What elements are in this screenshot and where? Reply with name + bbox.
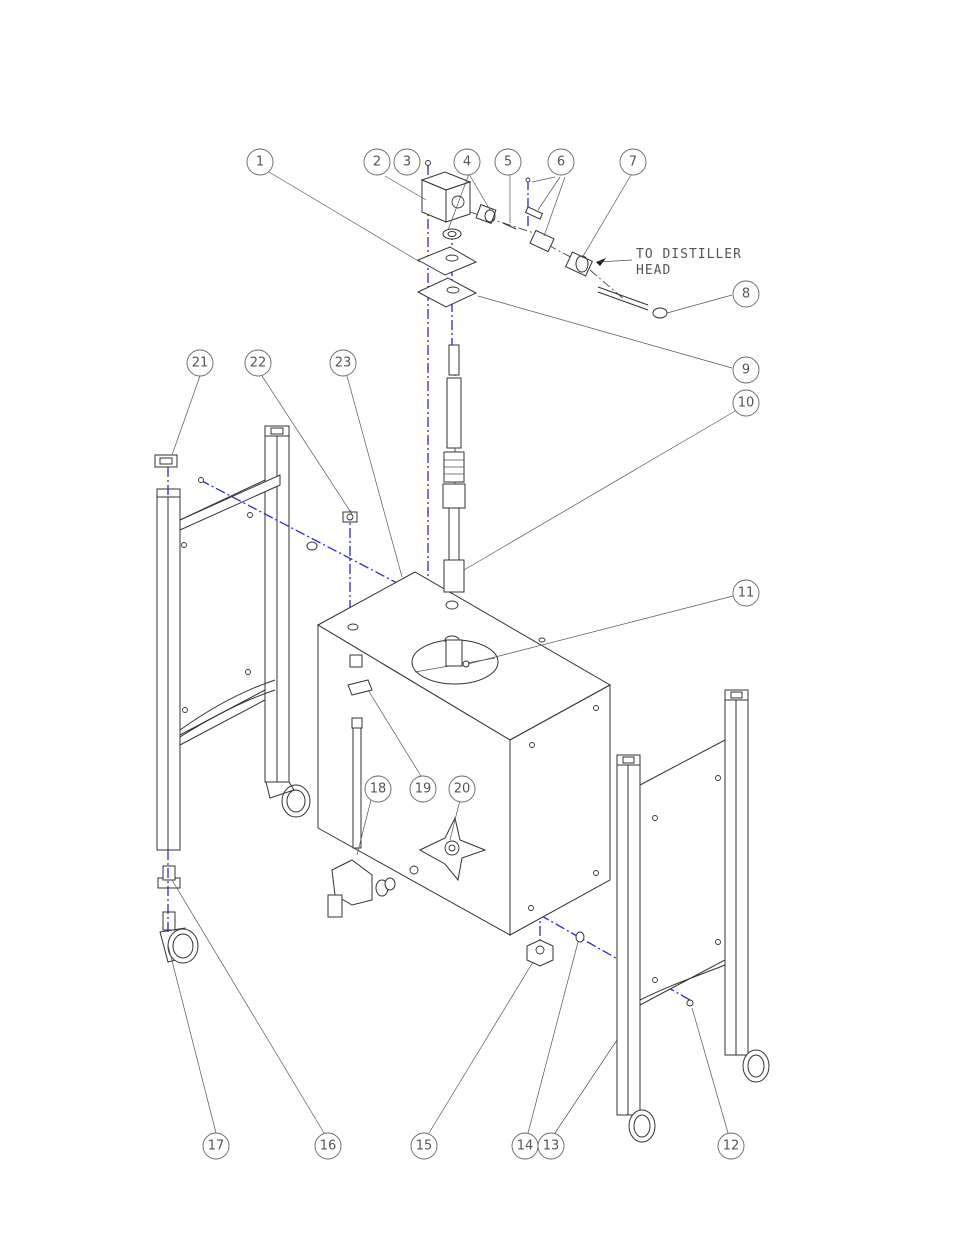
callout-balloon-3: 3: [394, 149, 420, 175]
callout-balloon-20: 20: [449, 776, 475, 802]
callout-label: 20: [454, 782, 471, 797]
callout-label: 5: [504, 155, 512, 170]
callout-balloon-15: 15: [411, 1133, 437, 1159]
callout-label: 13: [543, 1139, 560, 1154]
callout-label: 8: [742, 287, 750, 302]
callout-balloon-22: 22: [245, 350, 271, 376]
callout-balloon-17: 17: [203, 1133, 229, 1159]
callout-label: 17: [208, 1139, 225, 1154]
callout-balloon-9: 9: [733, 357, 759, 383]
callout-label: 18: [370, 782, 387, 797]
callout-balloon-19: 19: [410, 776, 436, 802]
callout-balloon-10: 10: [733, 390, 759, 416]
callout-balloon-5: 5: [495, 149, 521, 175]
callout-label: 15: [416, 1139, 433, 1154]
callout-label: 9: [742, 363, 750, 378]
callout-label: 23: [335, 356, 352, 371]
callout-label: 6: [557, 155, 565, 170]
left-stand-frame: [155, 426, 310, 963]
callout-label: 16: [320, 1139, 337, 1154]
callout-balloon-2: 2: [364, 149, 390, 175]
callout-label: 19: [415, 782, 432, 797]
callout-balloon-12: 12: [718, 1133, 744, 1159]
callout-label: 11: [738, 586, 755, 601]
callout-balloon-23: 23: [330, 350, 356, 376]
callout-balloon-18: 18: [365, 776, 391, 802]
callout-balloon-21: 21: [187, 350, 213, 376]
callout-label: 7: [629, 155, 637, 170]
callout-label: 21: [192, 356, 209, 371]
callout-balloon-8: 8: [733, 281, 759, 307]
callout-balloon-11: 11: [733, 580, 759, 606]
callout-balloon-14: 14: [512, 1133, 538, 1159]
callout-label: 12: [723, 1139, 740, 1154]
callout-balloon-13: 13: [538, 1133, 564, 1159]
callout-label: 2: [373, 155, 381, 170]
callout-label: 14: [517, 1139, 534, 1154]
callout-label: 1: [256, 155, 264, 170]
callout-label: 3: [403, 155, 411, 170]
callout-label: 22: [250, 356, 267, 371]
note-line-2: HEAD: [636, 263, 671, 278]
callout-balloon-4: 4: [454, 149, 480, 175]
callout-balloon-6: 6: [548, 149, 574, 175]
note-line-1: TO DISTILLER: [636, 247, 742, 262]
callout-balloon-7: 7: [620, 149, 646, 175]
callout-balloon-1: 1: [247, 149, 273, 175]
callout-label: 10: [738, 396, 755, 411]
callout-label: 4: [463, 155, 471, 170]
callout-balloon-16: 16: [315, 1133, 341, 1159]
